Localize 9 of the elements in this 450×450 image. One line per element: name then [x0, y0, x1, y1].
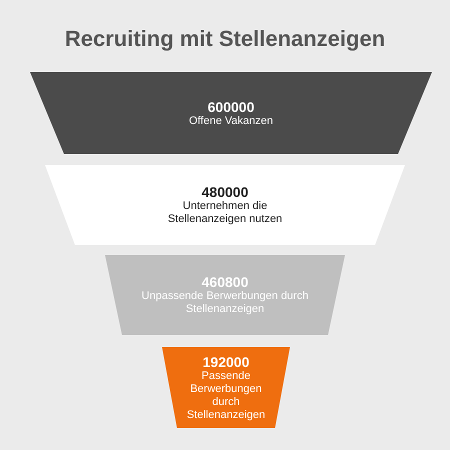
- value-label: 192000: [202, 354, 250, 370]
- description-label: Passende Berwerbungen durch Stellenanzeigen: [186, 370, 266, 422]
- description-label: Unternehmen die Stellenanzeigen nutzen: [166, 200, 284, 226]
- value-label: 480000: [202, 184, 248, 200]
- value-label: 460800: [202, 274, 248, 290]
- value-label: 600000: [208, 98, 254, 114]
- description-label: Offene Vakanzen: [189, 114, 273, 128]
- title: Recruiting mit Stellenanzeigen: [64, 26, 386, 52]
- description-label: Unpassende Berwerbungen durch Stellenanzeigen: [140, 290, 310, 316]
